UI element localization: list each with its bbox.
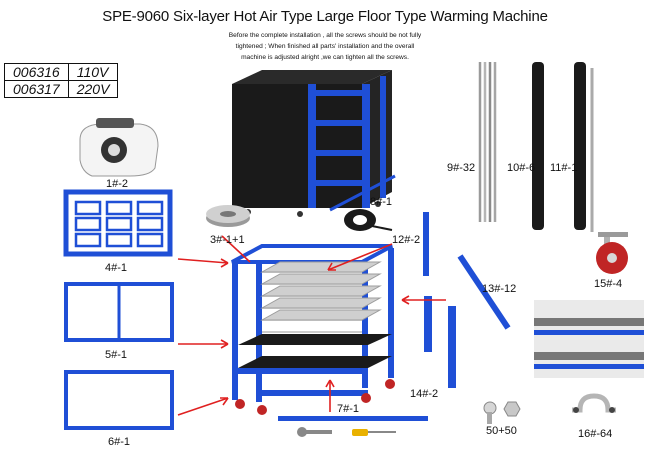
label-single-frame: 6#-1 bbox=[108, 436, 131, 448]
caster-wheel-image bbox=[596, 232, 628, 274]
label-side-post: 14#-2 bbox=[410, 388, 439, 400]
black-tube-image bbox=[532, 62, 544, 230]
roller-detail-image bbox=[534, 300, 644, 378]
note-line: machine is adjusted alright ,we can tigh… bbox=[241, 54, 409, 61]
covered-machine-image bbox=[232, 70, 396, 217]
label-side-bar: 12#-2 bbox=[392, 234, 421, 246]
voltage: 220V bbox=[67, 80, 119, 98]
divided-frame-image bbox=[64, 282, 174, 342]
rods-image bbox=[478, 62, 497, 222]
grid-frame-image bbox=[63, 189, 173, 257]
label-clamp: 16#-64 bbox=[578, 428, 613, 440]
label-bottom-bar: 7#-1 bbox=[337, 403, 360, 415]
label-bearing: 3#-1+1 bbox=[210, 234, 245, 246]
clamp-image bbox=[572, 393, 616, 413]
table-row: 006316 110V bbox=[4, 63, 119, 81]
label-bolts: 50+50 bbox=[486, 425, 517, 437]
bearing-image bbox=[206, 205, 250, 227]
side-post-image bbox=[424, 296, 456, 388]
bolt-nut-image bbox=[483, 401, 521, 424]
label-divided-frame: 5#-1 bbox=[105, 349, 128, 361]
label-heater: 1#-2 bbox=[106, 178, 129, 190]
label-rods: 9#-32 bbox=[447, 162, 476, 174]
model-code: 006316 bbox=[4, 63, 69, 81]
black-tube-with-rail-image bbox=[574, 62, 594, 232]
label-grid-frame: 4#-1 bbox=[105, 262, 128, 274]
label-caster: 15#-4 bbox=[594, 278, 623, 290]
model-code-table: 006316 110V 006317 220V bbox=[4, 63, 119, 98]
heater-image bbox=[79, 118, 159, 177]
installation-note: Before the complete installation , all t… bbox=[195, 30, 455, 63]
voltage: 110V bbox=[67, 63, 119, 81]
label-tape: 8#-1 bbox=[370, 196, 393, 208]
label-tube-b: 11#-1 bbox=[550, 162, 578, 174]
tape-roll-image bbox=[344, 209, 393, 231]
note-line: tightened ; When finished all parts' ins… bbox=[235, 43, 415, 50]
assembly-arrows bbox=[177, 235, 446, 416]
single-frame-image bbox=[64, 370, 174, 430]
main-rack-image bbox=[231, 244, 395, 415]
tools-image bbox=[278, 416, 428, 437]
table-row: 006317 220V bbox=[4, 80, 119, 98]
model-code: 006317 bbox=[4, 80, 69, 98]
long-bar-image bbox=[457, 254, 511, 330]
page-title: SPE-9060 Six-layer Hot Air Type Large Fl… bbox=[102, 8, 548, 25]
label-tube-a: 10#-6 bbox=[507, 162, 536, 174]
label-long-bar: 13#-12 bbox=[482, 283, 517, 295]
note-line: Before the complete installation , all t… bbox=[228, 32, 422, 39]
